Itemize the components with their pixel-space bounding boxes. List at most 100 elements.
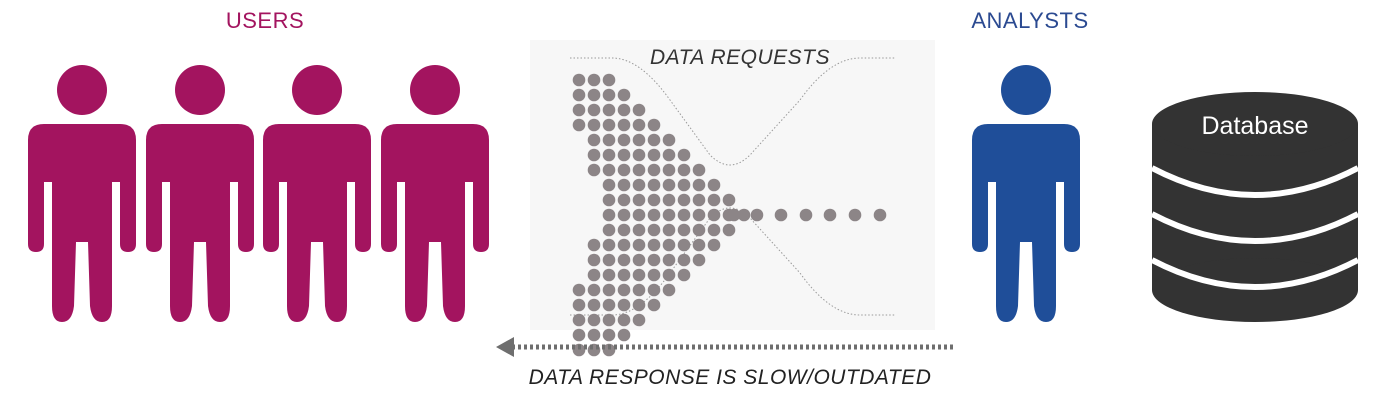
request-dot — [647, 133, 661, 147]
request-dot — [617, 88, 631, 102]
request-dot — [602, 193, 616, 207]
request-dot — [617, 328, 631, 342]
request-dot — [602, 298, 616, 312]
request-dot — [677, 223, 691, 237]
request-dot — [662, 208, 676, 222]
request-dot — [677, 178, 691, 192]
request-dot — [587, 118, 601, 132]
request-dot — [677, 208, 691, 222]
request-dot — [602, 133, 616, 147]
request-dot — [647, 223, 661, 237]
user-person-icon — [28, 65, 136, 322]
request-dot — [662, 268, 676, 282]
request-dot — [602, 238, 616, 252]
request-dot — [873, 208, 887, 222]
request-dot — [662, 238, 676, 252]
request-dot — [617, 238, 631, 252]
request-dot — [587, 163, 601, 177]
database-label: Database — [1201, 112, 1309, 140]
request-dot — [632, 163, 646, 177]
analyst-person-icon — [972, 65, 1080, 322]
request-dot — [617, 298, 631, 312]
request-dot — [617, 253, 631, 267]
request-dot — [617, 118, 631, 132]
request-dot — [662, 253, 676, 267]
request-dot — [617, 148, 631, 162]
request-dot — [647, 163, 661, 177]
request-dot — [587, 148, 601, 162]
request-dot — [662, 283, 676, 297]
request-dot — [677, 193, 691, 207]
request-dot — [662, 178, 676, 192]
request-dot — [632, 253, 646, 267]
request-dot — [662, 223, 676, 237]
request-dot — [617, 208, 631, 222]
request-dot — [647, 298, 661, 312]
request-dot — [587, 133, 601, 147]
request-dot — [707, 223, 721, 237]
request-dot — [823, 208, 837, 222]
request-dot — [587, 73, 601, 87]
request-dot — [647, 118, 661, 132]
request-dot — [602, 313, 616, 327]
request-dot — [572, 73, 586, 87]
request-dot — [572, 313, 586, 327]
request-dot — [647, 193, 661, 207]
request-dot — [572, 283, 586, 297]
request-dot — [722, 193, 736, 207]
request-dot — [799, 208, 813, 222]
users-group — [28, 65, 489, 322]
request-dot — [707, 208, 721, 222]
request-dot — [602, 148, 616, 162]
request-dot — [662, 163, 676, 177]
user-person-icon — [146, 65, 254, 322]
funnel-panel — [530, 40, 935, 357]
funnel-top-outline — [570, 57, 895, 166]
request-dot — [632, 283, 646, 297]
request-dot — [587, 328, 601, 342]
request-dot — [692, 178, 706, 192]
request-dot — [602, 283, 616, 297]
request-dot — [602, 328, 616, 342]
request-dot — [602, 268, 616, 282]
request-dot — [617, 283, 631, 297]
request-dot — [602, 103, 616, 117]
request-dot — [602, 343, 616, 357]
user-person-icon — [381, 65, 489, 322]
request-dot — [587, 253, 601, 267]
request-dot — [572, 328, 586, 342]
request-dot — [587, 283, 601, 297]
request-dot — [602, 223, 616, 237]
request-dot — [737, 208, 751, 222]
request-dot — [587, 238, 601, 252]
request-dot — [632, 238, 646, 252]
request-dot — [677, 253, 691, 267]
request-dot — [617, 133, 631, 147]
request-dot — [617, 193, 631, 207]
request-dot — [707, 178, 721, 192]
request-dot — [632, 223, 646, 237]
request-dot — [602, 73, 616, 87]
request-dot — [632, 193, 646, 207]
request-dot — [727, 208, 741, 222]
request-dots — [572, 73, 887, 357]
request-dot — [632, 133, 646, 147]
users-label: USERS — [225, 8, 305, 33]
request-dot — [632, 298, 646, 312]
request-dot — [572, 88, 586, 102]
request-dot — [602, 208, 616, 222]
request-dot — [774, 208, 788, 222]
request-dot — [572, 343, 586, 357]
request-dot — [617, 268, 631, 282]
request-dot — [692, 163, 706, 177]
request-dot — [632, 178, 646, 192]
request-dot — [692, 193, 706, 207]
request-dot — [587, 88, 601, 102]
request-dot — [632, 208, 646, 222]
request-dot — [647, 208, 661, 222]
request-dot — [632, 268, 646, 282]
request-dot — [647, 283, 661, 297]
request-dot — [617, 103, 631, 117]
database-icon — [1150, 92, 1360, 322]
